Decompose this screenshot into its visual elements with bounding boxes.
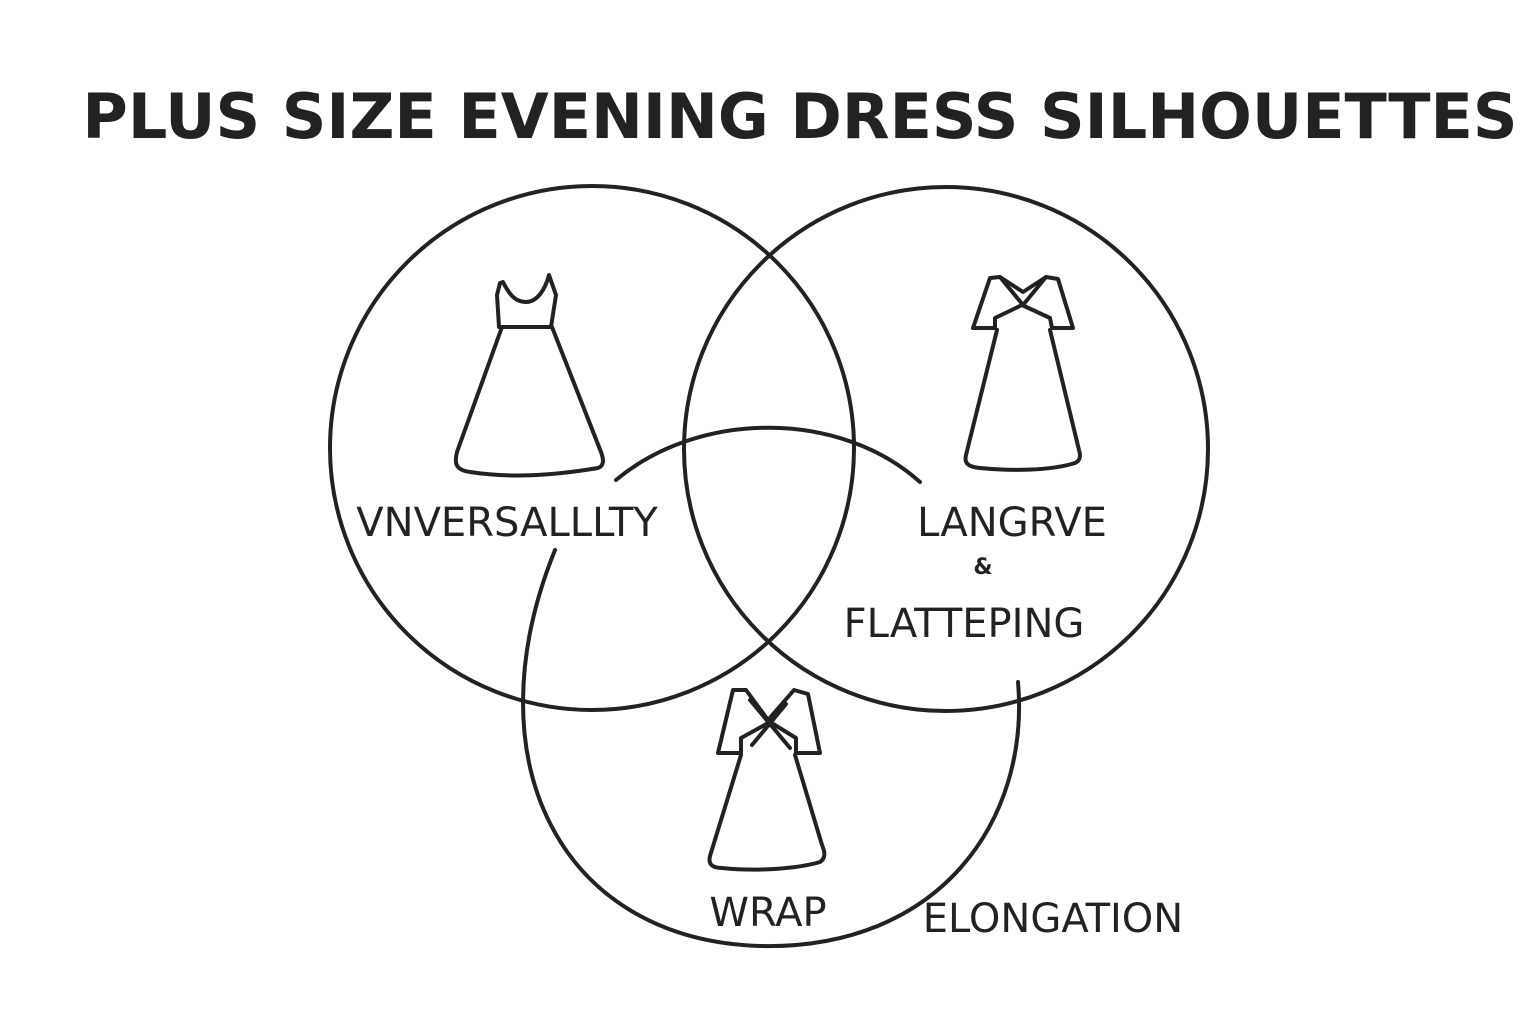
bottom-arc <box>521 548 1022 949</box>
a-line-dress-icon <box>453 273 605 478</box>
label-right-ampersand: & <box>973 555 992 580</box>
right-circle <box>682 185 1210 713</box>
wrap-dress-icon <box>707 688 827 872</box>
v-neck-sleeved-dress-icon <box>963 275 1082 472</box>
label-bottom: WRAP <box>709 890 826 936</box>
top-arc <box>614 425 922 484</box>
label-right-line1: LANGRVE <box>917 500 1107 546</box>
label-left: VNVERSALLLTY <box>356 500 658 546</box>
label-outside: ELONGATION <box>923 896 1183 942</box>
diagram-title: PLUS SIZE EVENING DRESS SILHOUETTES <box>82 80 1517 153</box>
label-right-line2: FLATTEPING <box>844 601 1085 647</box>
left-circle <box>328 184 856 712</box>
